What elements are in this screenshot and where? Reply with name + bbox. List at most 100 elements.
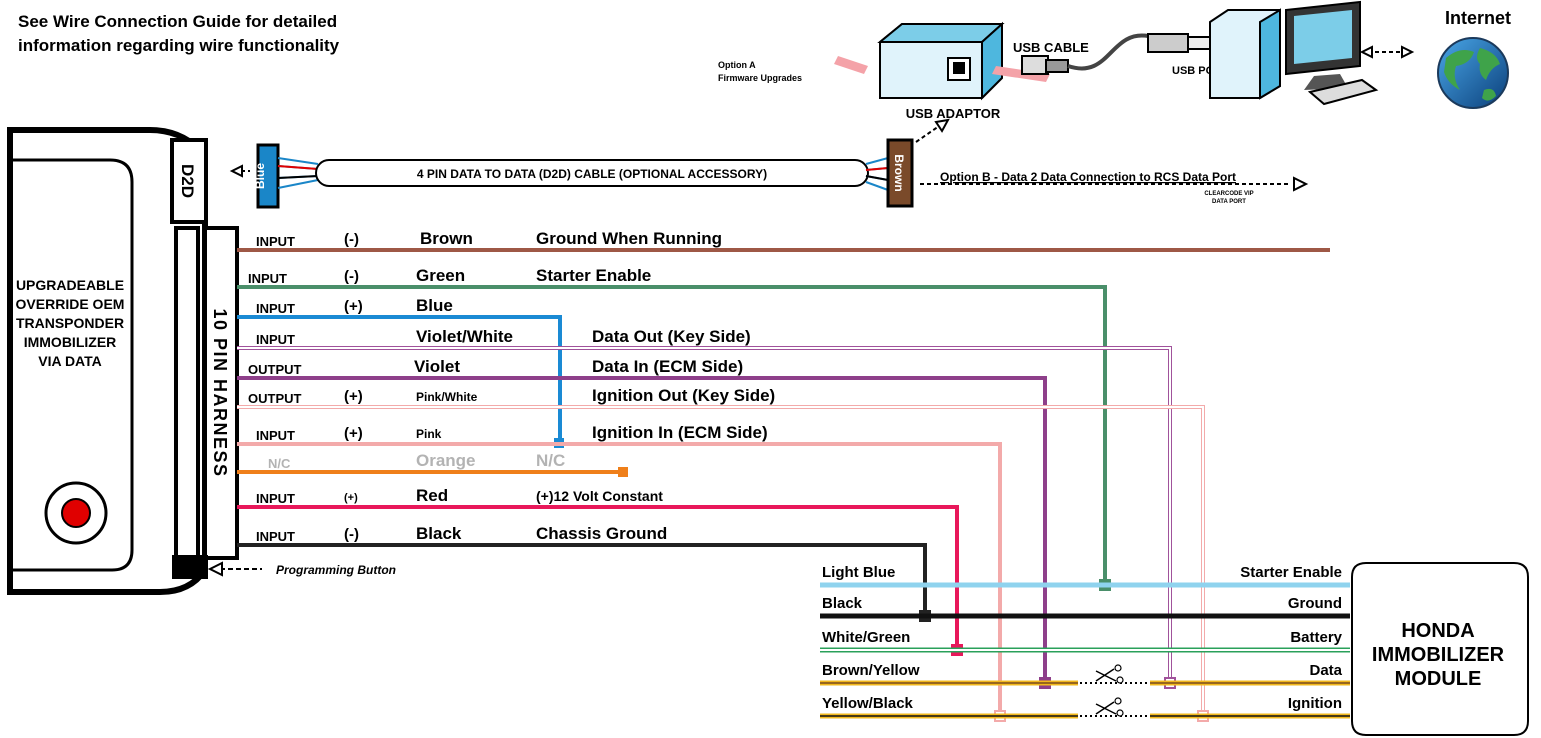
wire-io-0: INPUT [256,234,295,249]
wire-polarity-1: (-) [344,268,359,285]
module-text-line-4: IMMOBILIZER [24,334,117,350]
d2d-blue-plug-label: Blue [253,163,267,189]
wire-function-0: Ground When Running [536,229,722,248]
wire-color-9: Black [416,524,462,543]
d2d-port [170,138,208,224]
option-a-label-2: Firmware Upgrades [718,73,802,83]
option-b-label: Option B - Data 2 Data Connection to RCS… [940,170,1236,184]
wire-polarity-9: (-) [344,526,359,543]
wire-guide-note-line-2: information regarding wire functionality [18,36,340,55]
usb-adaptor-label: USB ADAPTOR [906,106,1001,121]
wire-polarity-8: (+) [344,492,358,504]
honda-module-line-2: IMMOBILIZER [1372,644,1505,666]
vehicle-wire-name-4: Yellow/Black [822,695,914,712]
vehicle-wire-2: White/Green Battery [820,629,1350,653]
wire-polarity-5: (+) [344,388,363,405]
vehicle-wire-name-2: White/Green [822,629,910,646]
option-a-arrow [834,56,868,74]
vehicle-wire-function-0: Starter Enable [1240,564,1342,581]
harness-wire-7 [237,467,628,477]
wire-color-7: Orange [416,451,476,470]
wire-io-9: INPUT [256,529,295,544]
d2d-cable-label: 4 PIN DATA TO DATA (D2D) CABLE (OPTIONAL… [417,167,767,181]
wire-polarity-6: (+) [344,425,363,442]
wire-io-3: INPUT [256,332,295,347]
vehicle-wire-name-0: Light Blue [822,564,895,581]
d2d-brown-plug [886,138,914,208]
usb-cable [1067,33,1149,71]
wire-io-1: INPUT [248,271,287,286]
vehicle-wire-function-4: Ignition [1288,695,1342,712]
wire-color-8: Red [416,486,448,505]
wire-polarity-2: (+) [344,298,363,315]
vehicle-wire-function-2: Battery [1290,629,1342,646]
wire-guide-note-line-1: See Wire Connection Guide for detailed [18,12,338,31]
wire-color-2: Blue [416,296,453,315]
wire-function-7: N/C [536,451,565,470]
wire-io-4: OUTPUT [248,362,302,377]
cut-wire-scissors-icon [1095,664,1124,684]
usb-section: Option A Firmware Upgrades USB ADAPTOR U… [718,0,1511,121]
clearcode-port-label-2: DATA PORT [1212,199,1246,205]
d2d-cable-sheath [315,159,869,187]
harness-connector [203,226,239,560]
wire-color-0: Brown [420,229,473,248]
module-text-line-2: OVERRIDE OEM [16,296,125,312]
module-text-line-3: TRANSPONDER [16,315,124,331]
wire-color-3: Violet/White [416,327,513,346]
wire-io-5: OUTPUT [248,391,302,406]
wire-guide-note: See Wire Connection Guide for detailed i… [18,10,339,58]
programming-button-jack [172,555,208,579]
programming-button-label: Programming Button [276,563,396,577]
wire-function-5: Ignition Out (Key Side) [592,386,775,405]
wire-io-7: N/C [268,456,291,471]
vehicle-wire-name-3: Brown/Yellow [822,662,920,679]
clearcode-port-label-1: CLEARCODE VIP [1204,191,1253,197]
wire-polarity-0: (-) [344,231,359,248]
honda-module-line-1: HONDA [1401,620,1474,642]
wire-function-6: Ignition In (ECM Side) [592,423,768,442]
wire-color-5: Pink/White [416,390,478,404]
harness-label: 10 PIN HARNESS [210,308,230,477]
vehicle-wire-4: Yellow/Black Ignition [820,695,1350,719]
harness-wires [237,248,1330,722]
cut-wire-scissors-icon [1095,697,1124,717]
wire-function-3: Data Out (Key Side) [592,327,751,346]
usb-a-plug [1147,33,1189,53]
d2d-port-label: D2D [178,164,197,198]
internet-label: Internet [1445,8,1511,28]
module-text-line-1: UPGRADEABLE [16,277,124,293]
wire-color-1: Green [416,266,465,285]
module-text-line-5: VIA DATA [38,353,102,369]
keyboard [1307,78,1379,106]
wire-io-6: INPUT [256,428,295,443]
honda-module: HONDA IMMOBILIZER MODULE [1351,562,1529,736]
vehicle-wire-function-3: Data [1309,662,1342,679]
d2d-cable: Blue 4 PIN DATA TO DATA (D2D) CABLE (OPT… [229,118,1309,209]
wire-function-9: Chassis Ground [536,524,667,543]
honda-module-line-3: MODULE [1395,668,1482,690]
wire-io-8: INPUT [256,491,295,506]
wire-function-4: Data In (ECM Side) [592,357,743,376]
harness-socket [174,226,200,560]
vehicle-wire-1: Black Ground [820,595,1350,619]
vehicle-wire-name-1: Black [822,595,863,612]
programming-button[interactable] [61,498,91,528]
override-module: UPGRADEABLE OVERRIDE OEM TRANSPONDER IMM… [7,127,396,595]
wire-color-6: Pink [416,427,442,441]
wire-function-1: Starter Enable [536,266,651,285]
wire-io-2: INPUT [256,301,295,316]
wire-function-8: (+)12 Volt Constant [536,488,663,504]
vehicle-wire-3: Brown/Yellow Data [820,662,1350,686]
vehicle-wire-0: Light Blue Starter Enable [820,564,1350,588]
option-a-label-1: Option A [718,60,756,70]
vehicle-wire-function-1: Ground [1288,595,1342,612]
wire-color-4: Violet [414,357,460,376]
usb-b-plug [1021,55,1049,75]
d2d-blue-plug [256,143,280,209]
usb-cable-label: USB CABLE [1013,40,1089,55]
d2d-brown-plug-label: Brown [892,154,906,191]
